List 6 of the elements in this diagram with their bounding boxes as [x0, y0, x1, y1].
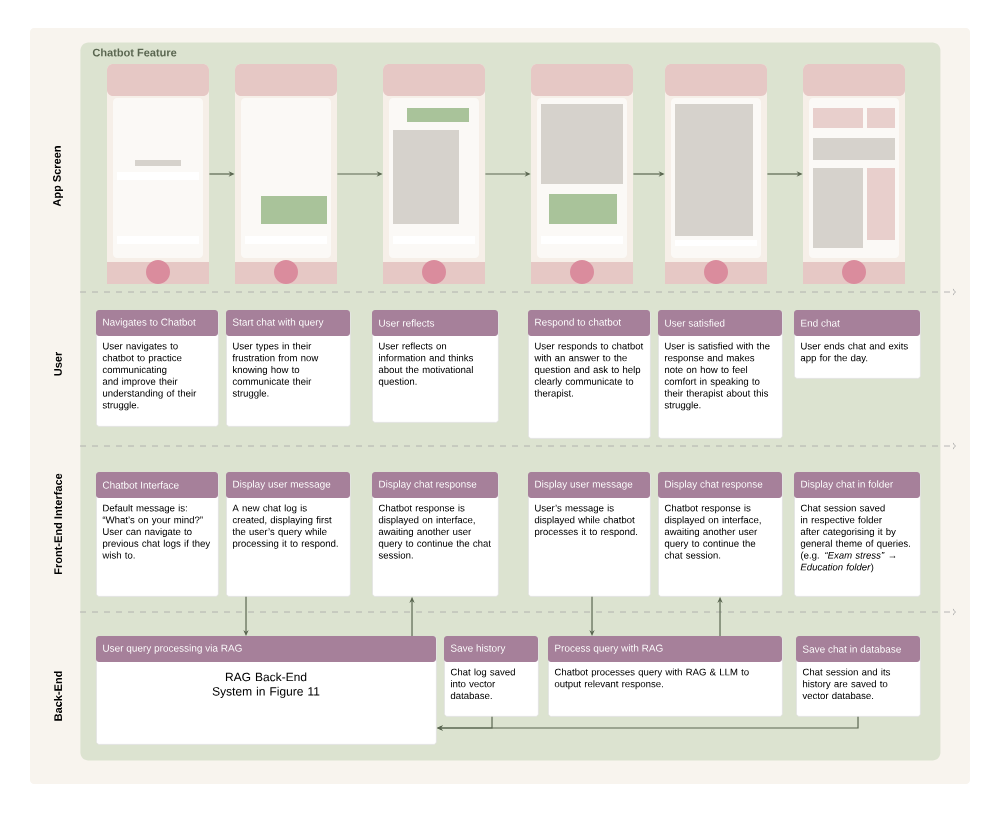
picture	[235, 64, 337, 284]
picture	[803, 64, 905, 284]
picture	[383, 64, 485, 284]
picture	[531, 64, 633, 284]
picture	[107, 64, 209, 284]
picture	[665, 64, 767, 284]
